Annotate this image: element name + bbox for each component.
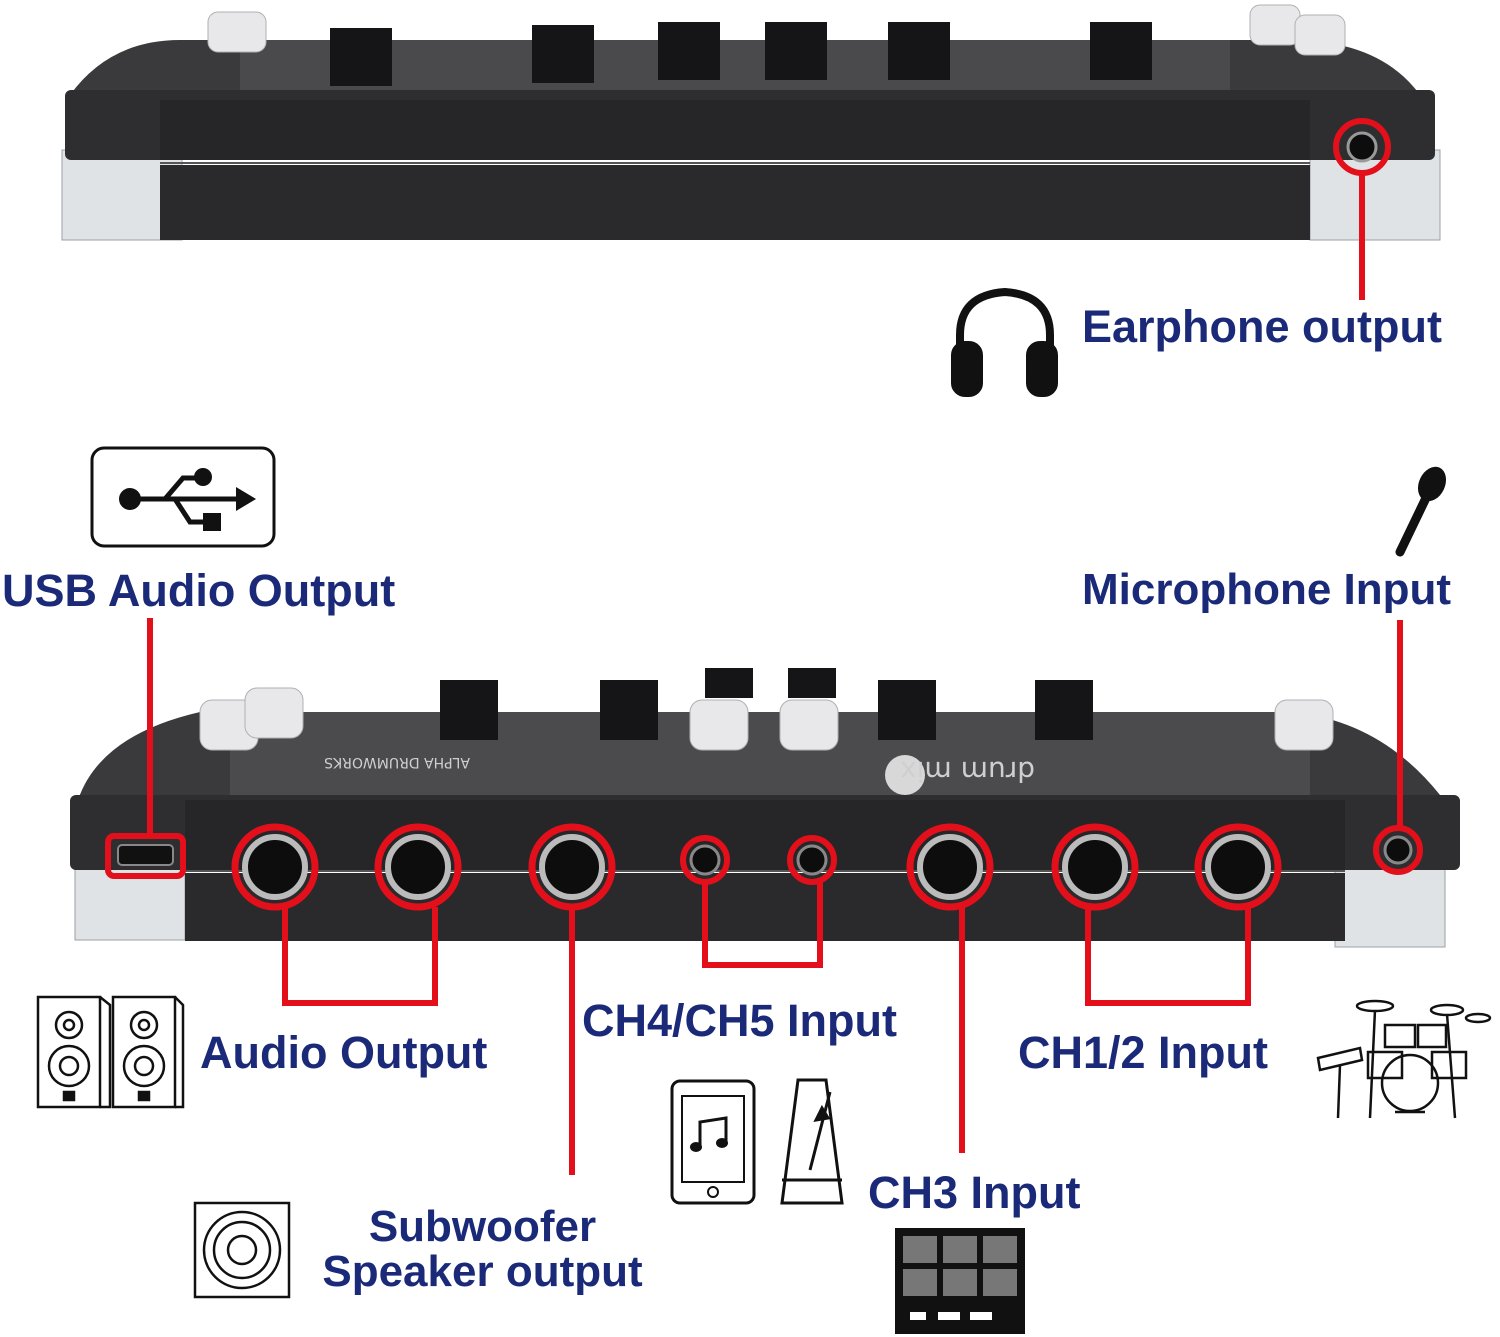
metronome-icon bbox=[780, 1078, 844, 1205]
audio-output-label: Audio Output bbox=[200, 1027, 488, 1078]
usb-audio-output-label: USB Audio Output bbox=[2, 565, 396, 616]
maker-print: ALPHA DRUMWORKS bbox=[324, 754, 470, 770]
subwoofer-icon bbox=[193, 1201, 291, 1299]
brand-print: drum mix bbox=[900, 755, 1035, 788]
top-device bbox=[61, 4, 1441, 300]
jacks bbox=[231, 823, 1423, 911]
ch4-ch5-input-label: CH4/CH5 Input bbox=[582, 995, 897, 1046]
earphone-output-label: Earphone output bbox=[1082, 301, 1442, 352]
ch1-2-input-label: CH1/2 Input bbox=[1018, 1027, 1269, 1078]
microphone-icon bbox=[1395, 466, 1447, 557]
callout-lines bbox=[147, 618, 1403, 1175]
bottom-device: drum mix ALPHA DRUMWORKS bbox=[70, 668, 1460, 948]
drum-kit-icon bbox=[1316, 999, 1492, 1119]
microphone-input-label: Microphone Input bbox=[1082, 565, 1452, 614]
headphones-icon bbox=[951, 287, 1058, 397]
ch3-input-label: CH3 Input bbox=[868, 1167, 1081, 1218]
drum-pad-icon bbox=[895, 1228, 1025, 1334]
usb-icon bbox=[90, 446, 276, 548]
speakers-icon bbox=[36, 995, 185, 1109]
tablet-music-icon bbox=[670, 1079, 756, 1205]
subwoofer-label-line2: Speaker output bbox=[322, 1247, 643, 1296]
subwoofer-label-line1: Subwoofer bbox=[368, 1202, 597, 1251]
